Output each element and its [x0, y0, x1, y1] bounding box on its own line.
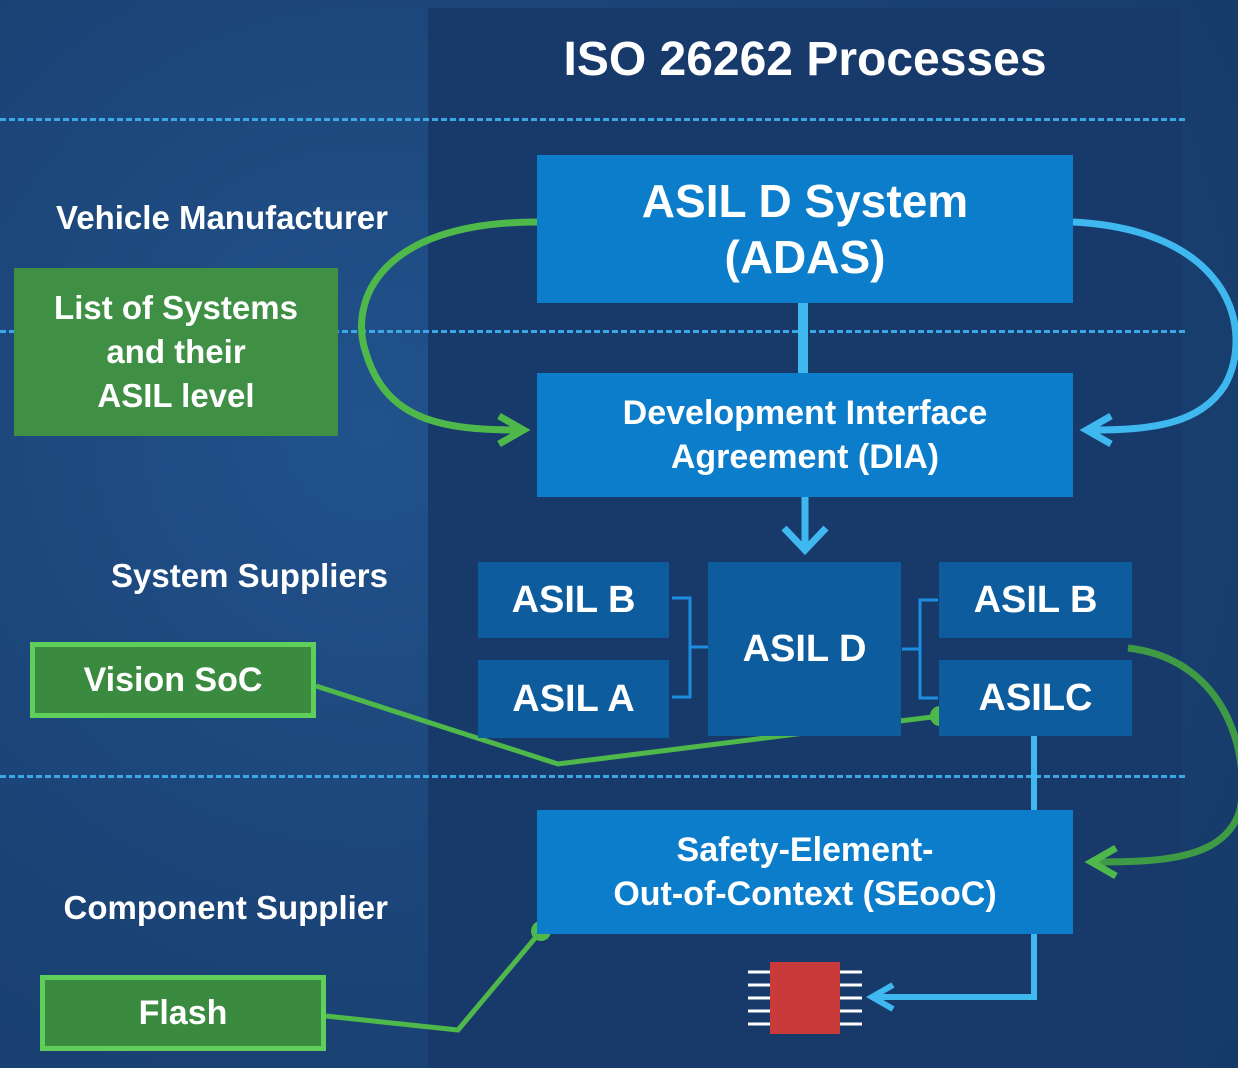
diagram-title: ISO 26262 Processes: [563, 33, 1047, 86]
divider-line: [0, 775, 1185, 778]
bracket-right: [902, 598, 938, 700]
flash-box: Flash: [40, 975, 326, 1051]
row-label-vehicle-manufacturer: Vehicle Manufacturer: [56, 199, 388, 236]
blue-curve-arrow: [1072, 218, 1238, 448]
asil-b-right-box: ASIL B: [939, 562, 1132, 638]
asil-c-box: ASILC: [939, 660, 1132, 736]
dia-box: Development Interface Agreement (DIA): [537, 373, 1073, 497]
row-label-component-supplier: Component Supplier: [63, 889, 389, 926]
seooc-box: Safety-Element- Out-of-Context (SEooC): [537, 810, 1073, 934]
flash-connector: [325, 929, 543, 1033]
down-arrow-head: [781, 525, 829, 556]
green-curve-arrow-2: [1084, 644, 1238, 880]
chip-icon: [770, 962, 840, 1034]
asil-d-center-box: ASIL D: [708, 562, 901, 736]
bracket-left: [672, 596, 708, 699]
divider-line: [0, 118, 1185, 121]
seooc-to-chip-arrow: [865, 934, 1037, 1012]
chip-pins: [748, 970, 862, 1026]
list-of-systems-box: List of Systems and their ASIL level: [14, 268, 338, 436]
vision-soc-box: Vision SoC: [30, 642, 316, 718]
divider-line: [0, 330, 1185, 333]
asil-a-box: ASIL A: [478, 660, 669, 738]
asil-d-system-box: ASIL D System (ADAS): [537, 155, 1073, 303]
green-curve-arrow: [358, 218, 538, 448]
row-label-system-suppliers: System Suppliers: [111, 557, 388, 594]
asil-b-left-box: ASIL B: [478, 562, 669, 638]
